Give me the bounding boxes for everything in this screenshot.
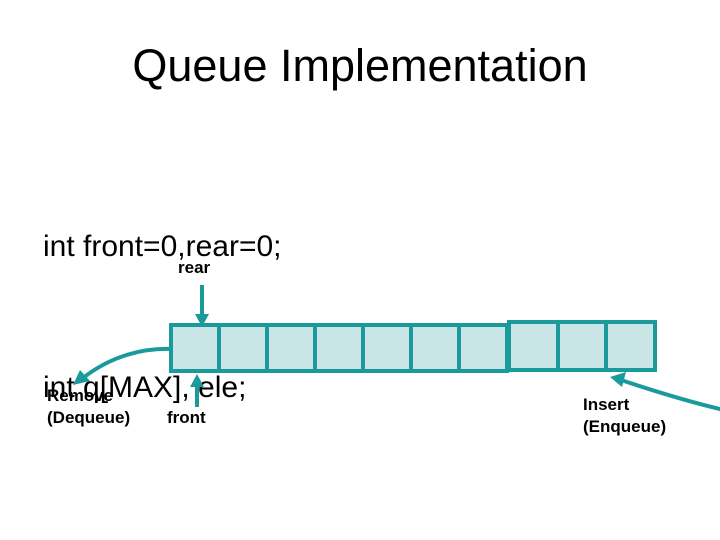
dequeue-label: Remove (Dequeue) <box>47 385 130 429</box>
front-pointer-label: front <box>167 408 206 427</box>
queue-cell <box>173 327 221 369</box>
queue-cell <box>317 327 365 369</box>
queue-cell <box>221 327 269 369</box>
enqueue-label-line2: (Enqueue) <box>583 417 667 436</box>
queue-array-left-section <box>169 323 509 373</box>
queue-array-right-section <box>507 320 657 372</box>
dequeue-label-line2: (Dequeue) <box>47 408 131 427</box>
queue-cell <box>413 327 461 369</box>
queue-cell <box>365 327 413 369</box>
dequeue-label-line1: Remove <box>47 386 114 405</box>
queue-cell <box>608 324 654 368</box>
slide-title: Queue Implementation <box>132 40 588 91</box>
queue-cell <box>269 327 317 369</box>
queue-cell <box>511 324 560 368</box>
code-line-declare-pointers: int front=0,rear=0; <box>43 230 282 263</box>
enqueue-label: Insert (Enqueue) <box>583 394 666 438</box>
queue-cell <box>559 324 609 368</box>
code-block: int front=0,rear=0; int q[MAX], ele; <box>43 129 281 505</box>
enqueue-label-line1: Insert <box>583 395 630 414</box>
rear-pointer-label: rear <box>178 258 211 277</box>
queue-cell <box>461 327 505 369</box>
